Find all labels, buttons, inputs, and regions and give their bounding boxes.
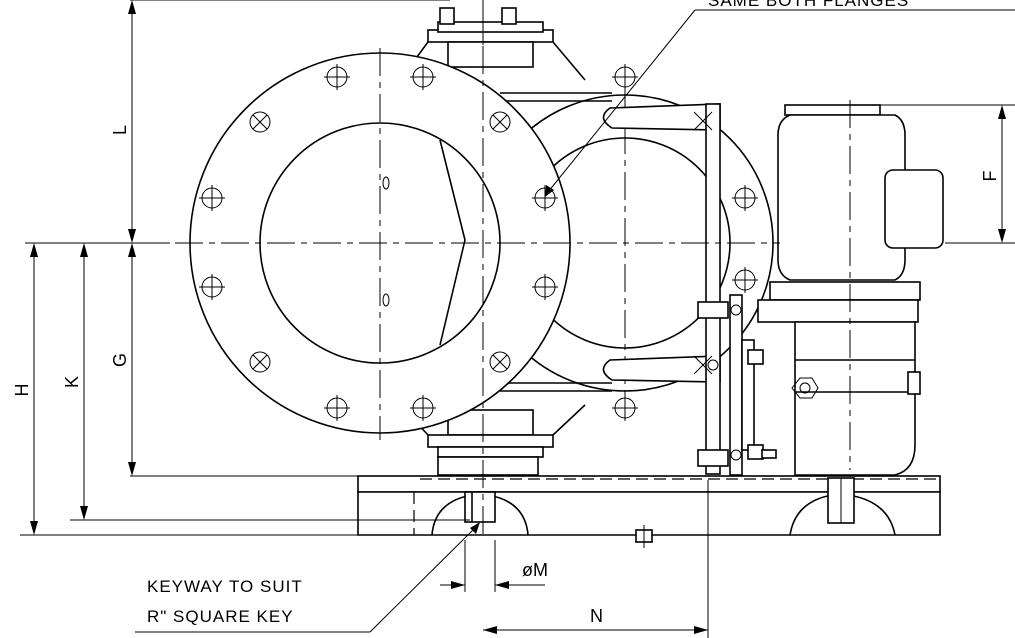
note-keyway-line1: KEYWAY TO SUIT — [147, 577, 303, 596]
dim-label-M: øM — [522, 560, 548, 580]
dim-label-G: G — [110, 353, 130, 367]
note-keyway-line2: R" SQUARE KEY — [147, 607, 294, 626]
flange-bolt-holes — [199, 64, 558, 421]
dim-label-N: N — [590, 606, 603, 626]
dim-label-K: K — [62, 376, 82, 388]
gear-motor — [757, 100, 944, 476]
dim-label-F: F — [980, 171, 1000, 182]
dim-label-L: L — [110, 125, 130, 135]
drive-plate — [697, 103, 777, 476]
body-bands — [500, 92, 612, 392]
bearing-arms — [602, 103, 721, 383]
bottom-outlet — [399, 404, 586, 476]
rear-flange-bolt-holes — [612, 64, 758, 421]
centre-lines — [175, 0, 780, 540]
dim-label-H: H — [12, 384, 32, 397]
base-plate — [357, 475, 941, 548]
top-inlet — [399, 7, 586, 81]
dimensions: L G K H F øM N — [12, 0, 1015, 638]
notes: SAME BOTH FLANGES KEYWAY TO SUIT R" SQUA… — [135, 0, 1015, 633]
note-same-both-flanges: SAME BOTH FLANGES — [708, 0, 909, 10]
